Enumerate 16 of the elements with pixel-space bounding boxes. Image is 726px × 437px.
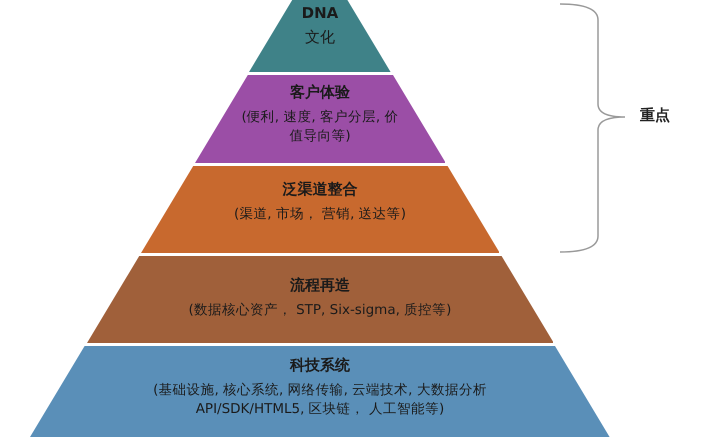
pyramid-base-layer (30, 346, 610, 437)
layer-title: 客户体验 (290, 83, 350, 102)
layer-description: (基础设施, 核心系统, 网络传输, 云端技术, 大数据分析 API/SDK/HTML5, 区块链， 人工智能等) (152, 381, 488, 419)
bracket-label: 重点 (640, 106, 670, 125)
layer-title: 泛渠道整合 (282, 180, 358, 199)
layer-title: DNA (302, 4, 338, 22)
pyramid-layer (140, 166, 500, 253)
layer-title: 流程再造 (290, 276, 350, 295)
layer-description: (渠道, 市场， 营销, 送达等) (234, 205, 406, 224)
layer-description: (便利, 速度, 客户分层, 价值导向等) (240, 108, 400, 146)
layer-title: 科技系统 (290, 356, 350, 375)
layer-description: 文化 (304, 28, 335, 47)
pyramid-layer (194, 75, 446, 163)
pyramid-top-layer (249, 0, 391, 72)
layer-description: (数据核心资产， STP, Six-sigma, 质控等) (188, 301, 452, 320)
pyramid-layer (86, 256, 554, 343)
